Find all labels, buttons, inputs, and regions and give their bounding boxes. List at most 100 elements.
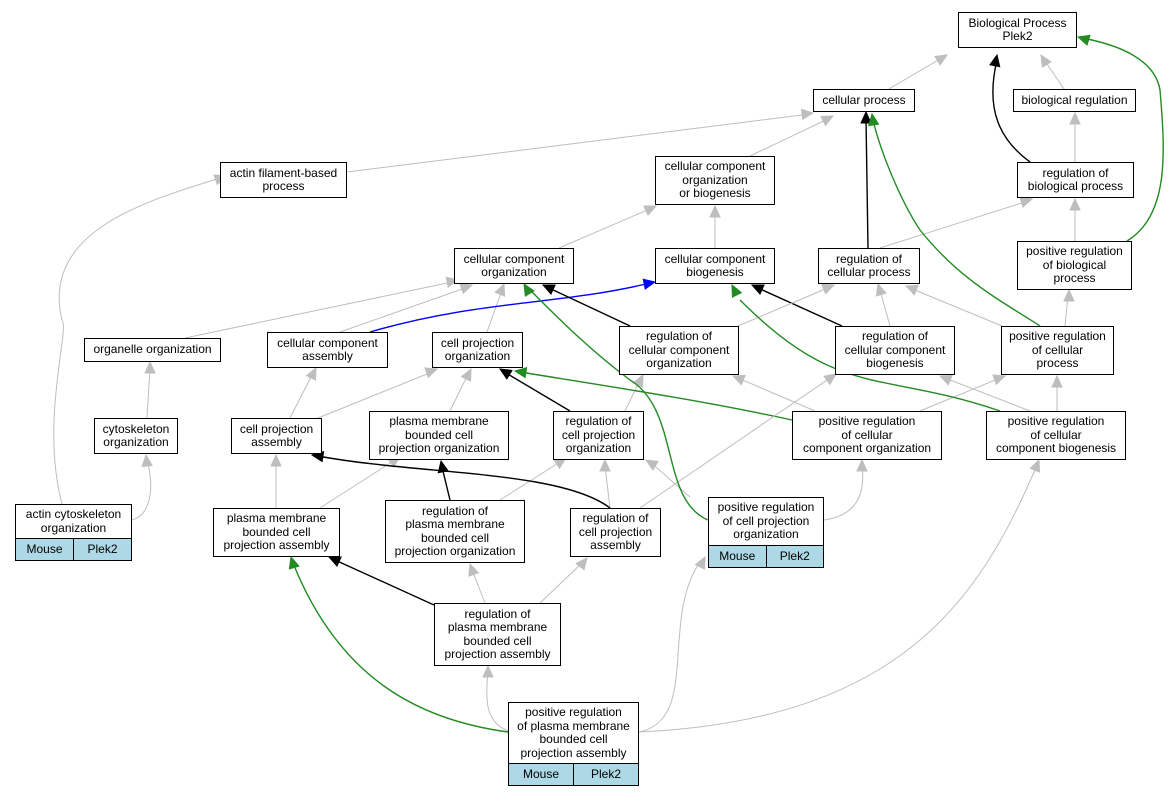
- edge-organelle-organization-to-cco: [184, 281, 453, 339]
- node-positive-regulation-of-biological-process[interactable]: positive regulation of biological proces…: [1017, 241, 1132, 290]
- node-cellular-component-organization[interactable]: cellular component organization: [454, 248, 574, 284]
- node-cell-projection-organization[interactable]: cell projection organization: [432, 332, 523, 368]
- edge-rpmbcpa-to-rcpa-arrowhead: [575, 557, 588, 571]
- edge-rpmbcpa-to-rpmbcpo-arrowhead: [468, 562, 480, 577]
- edge-prcco-to-cell-projection-organization-arrowhead: [513, 366, 528, 379]
- edge-rccb-to-ccb-arrowhead: [750, 284, 765, 295]
- edge-aco-to-cytoskeleton-organization-arrowhead: [141, 453, 153, 468]
- edge-prcco-to-cell-projection-organization: [519, 371, 793, 421]
- node-regulation-of-plasma-membrane-bounded-cell-projection-organization[interactable]: regulation of plasma membrane bounded ce…: [385, 500, 525, 563]
- edge-prcco-to-rcco-arrowhead: [731, 374, 746, 386]
- edge-rpmbcpa-to-rcpa: [539, 562, 583, 604]
- annotation-species-cell: Mouse: [709, 546, 766, 567]
- edge-prcpo-to-rcpo: [649, 461, 691, 498]
- edge-rcpa-to-rcpo-arrowhead: [599, 458, 611, 472]
- edge-rcco-to-regulation-of-cellular-process: [737, 286, 831, 327]
- edge-prcco-to-rcco: [737, 377, 816, 412]
- edge-prpmbcpa-to-rpmbcpa-arrowhead: [482, 664, 494, 678]
- edge-cco-to-ccob: [558, 207, 653, 249]
- edge-pmbcpa-to-cell-projection-assembly-arrowhead: [270, 453, 282, 467]
- edge-regulation-of-cellular-process-to-cellular-process: [865, 117, 869, 249]
- annotation-species-cell: Mouse: [16, 539, 73, 560]
- edge-regulation-of-cellular-process-to-rbp-arrowhead: [1019, 196, 1034, 208]
- edge-prcp-to-cellular-process: [872, 119, 1041, 327]
- edge-prccb-to-rccb: [944, 377, 1031, 412]
- edge-rpmbcpa-to-pmbcpa: [334, 559, 435, 606]
- edge-cell-projection-assembly-to-cell-projection-organization: [317, 371, 433, 419]
- node-biological-process[interactable]: Biological Process Plek2: [958, 12, 1077, 48]
- edge-positive-regulation-of-biological-process-to-bp-arrowhead: [1076, 34, 1091, 46]
- edge-prcpo-to-cco-arrowhead: [523, 282, 535, 297]
- annotation-row: Mouse Plek2: [16, 539, 131, 560]
- edge-rcpa-to-rcpo: [604, 465, 611, 509]
- edge-regulation-of-biological-process-to-bp: [992, 59, 1031, 163]
- edge-cellular-process-to-bp-arrowhead: [934, 54, 949, 66]
- node-regulation-of-cellular-component-organization[interactable]: regulation of cellular component organiz…: [619, 326, 739, 375]
- edge-actin-filament-based-process-to-cellular-process-arrowhead: [800, 108, 815, 121]
- node-positive-regulation-of-cellular-component-biogenesis[interactable]: positive regulation of cellular componen…: [986, 411, 1126, 460]
- edge-regulation-of-cellular-process-to-cellular-process-arrowhead: [860, 110, 872, 124]
- node-plasma-membrane-bounded-cell-projection-assembly[interactable]: plasma membrane bounded cell projection …: [213, 508, 340, 557]
- node-cytoskeleton-organization[interactable]: cytoskeleton organization: [94, 418, 178, 454]
- edge-regulation-of-biological-process-to-bp-arrowhead: [989, 53, 1001, 68]
- edge-actin-filament-based-process-to-cellular-process: [346, 113, 811, 173]
- edge-rpmbcpa-to-rpmbcpo: [471, 569, 486, 604]
- edge-rpmbcpa-to-pmbcpa-arrowhead: [327, 556, 342, 567]
- node-organelle-organization[interactable]: organelle organization: [84, 338, 221, 362]
- edge-rccb-to-ccb: [757, 287, 843, 327]
- edge-cca-to-ccb-arrowhead: [642, 278, 657, 290]
- node-regulation-of-cellular-process[interactable]: regulation of cellular process: [818, 248, 920, 284]
- annotation-gene-cell: Plek2: [765, 546, 823, 567]
- node-regulation-of-biological-process[interactable]: regulation of biological process: [1017, 162, 1134, 198]
- edge-rcco-to-cco: [548, 287, 631, 327]
- node-positive-regulation-of-cellular-component-organization[interactable]: positive regulation of cellular componen…: [792, 411, 942, 460]
- node-biological-regulation[interactable]: biological regulation: [1013, 89, 1136, 112]
- edge-rcpo-to-rcco-arrowhead: [632, 373, 644, 388]
- node-plasma-membrane-bounded-cell-projection-organization[interactable]: plasma membrane bounded cell projection …: [369, 411, 509, 460]
- annotated-node-title: actin cytoskeleton organization: [16, 505, 131, 539]
- edge-cca-to-ccb: [369, 282, 651, 333]
- annotated-node-title: positive regulation of cell projection o…: [709, 498, 823, 546]
- edge-biological-regulation-to-bp-arrowhead: [1040, 53, 1052, 68]
- edge-cell-projection-assembly-to-cell-projection-organization-arrowhead: [424, 367, 439, 379]
- edge-prcp-to-prbp-arrowhead: [1063, 288, 1075, 302]
- node-cellular-component-organization-or-biogenesis[interactable]: cellular component organization or bioge…: [655, 156, 775, 205]
- edge-rccb-to-regulation-of-cellular-process: [879, 289, 891, 327]
- node-regulation-of-cell-projection-organization[interactable]: regulation of cell projection organizati…: [553, 411, 644, 460]
- edge-prpmbcpa-to-prccb: [638, 464, 1038, 733]
- edge-prccb-to-prcp-arrowhead: [1051, 374, 1063, 388]
- edge-regulation-of-biological-process-to-biological-regulation-arrowhead: [1069, 111, 1081, 125]
- node-positive-regulation-of-cellular-process[interactable]: positive regulation of cellular process: [1001, 326, 1114, 375]
- edge-prcpo-to-prcco: [823, 465, 864, 521]
- node-regulation-of-plasma-membrane-bounded-cell-projection-assembly[interactable]: regulation of plasma membrane bounded ce…: [434, 603, 561, 666]
- node-cellular-process[interactable]: cellular process: [813, 89, 915, 112]
- edge-cco-or-biogenesis-to-cellular-process-arrowhead: [820, 115, 835, 127]
- edge-rcpo-to-cell-projection-organization: [505, 372, 571, 412]
- edge-prbp-to-rbp-arrowhead: [1069, 197, 1081, 211]
- edge-rcco-to-cco-arrowhead: [541, 284, 556, 295]
- node-actin-filament-based-process[interactable]: actin filament-based process: [220, 162, 347, 198]
- edge-rccb-to-regulation-of-cellular-process-arrowhead: [875, 282, 887, 297]
- node-cellular-component-assembly[interactable]: cellular component assembly: [267, 332, 388, 368]
- edge-prcco-to-prcp-arrowhead: [992, 374, 1007, 386]
- edge-prpmbcpa-to-prccb-arrowhead: [1029, 458, 1041, 473]
- edge-cco-or-biogenesis-to-cellular-process: [749, 117, 831, 157]
- edge-prpmbcpa-to-prcpo-arrowhead: [694, 555, 706, 570]
- node-positive-regulation-of-cell-projection-organization[interactable]: positive regulation of cell projection o…: [708, 497, 824, 568]
- annotation-species-cell: Mouse: [509, 764, 573, 785]
- edge-prcpo-to-prcco-arrowhead: [856, 458, 868, 472]
- edge-prcpo-to-cco: [529, 289, 709, 521]
- node-regulation-of-cell-projection-assembly[interactable]: regulation of cell projection assembly: [570, 508, 661, 557]
- node-cell-projection-assembly[interactable]: cell projection assembly: [231, 418, 322, 454]
- node-positive-regulation-of-plasma-membrane-bounded-cell-projection-assembly[interactable]: positive regulation of plasma membrane b…: [508, 702, 639, 786]
- edge-rpmbcpo-to-pmbcpo: [441, 466, 451, 501]
- node-regulation-of-cellular-component-biogenesis[interactable]: regulation of cellular component biogene…: [835, 326, 955, 375]
- edge-prccb-to-ccb: [739, 299, 1001, 412]
- edge-prcco-to-prcp: [919, 377, 1001, 412]
- edge-prcp-to-regulation-of-cellular-process-arrowhead: [904, 284, 919, 296]
- node-actin-cytoskeleton-organization[interactable]: actin cytoskeleton organization Mouse Pl…: [15, 504, 132, 561]
- node-cellular-component-biogenesis[interactable]: cellular component biogenesis: [655, 248, 775, 284]
- edge-cytoskeleton-organization-to-organelle-organization-arrowhead: [144, 360, 156, 374]
- edge-cca-to-cco-arrowhead: [459, 283, 474, 295]
- edge-prcp-to-cellular-process-arrowhead: [867, 112, 880, 127]
